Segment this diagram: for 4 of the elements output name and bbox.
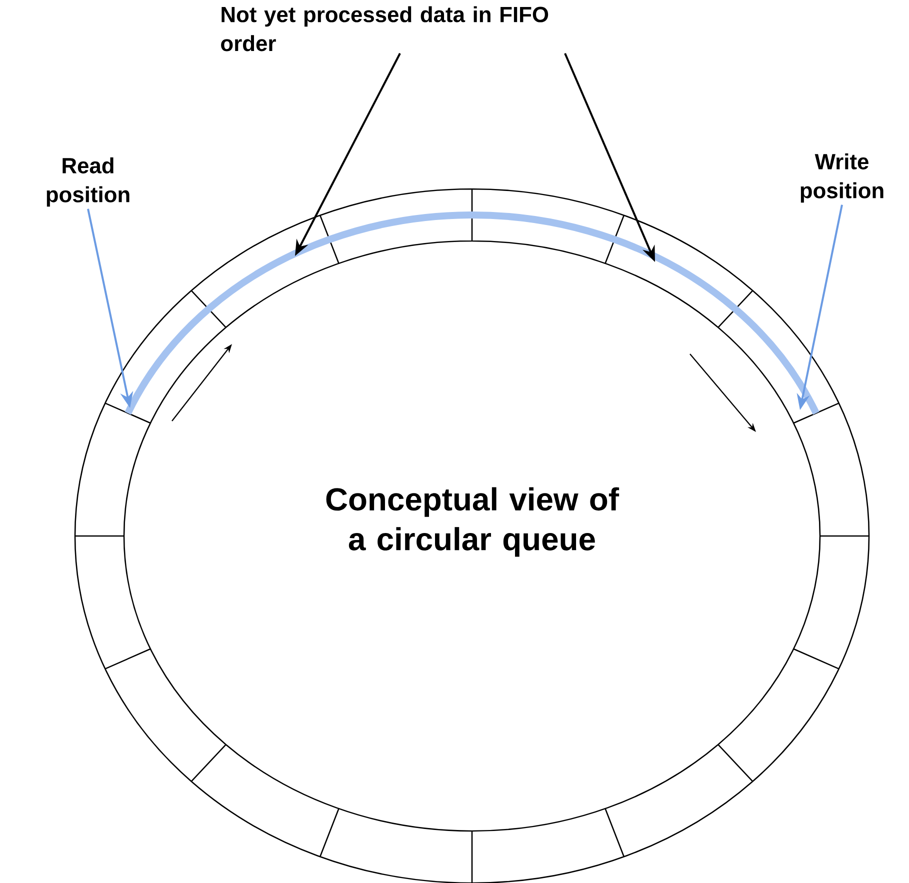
title-text: Conceptual view of a circular queue xyxy=(326,487,620,557)
callout-text: Write position xyxy=(800,153,884,203)
callout-text: Read position xyxy=(46,157,130,207)
callout-text: Not yet processed data in FIFO order xyxy=(221,6,548,52)
